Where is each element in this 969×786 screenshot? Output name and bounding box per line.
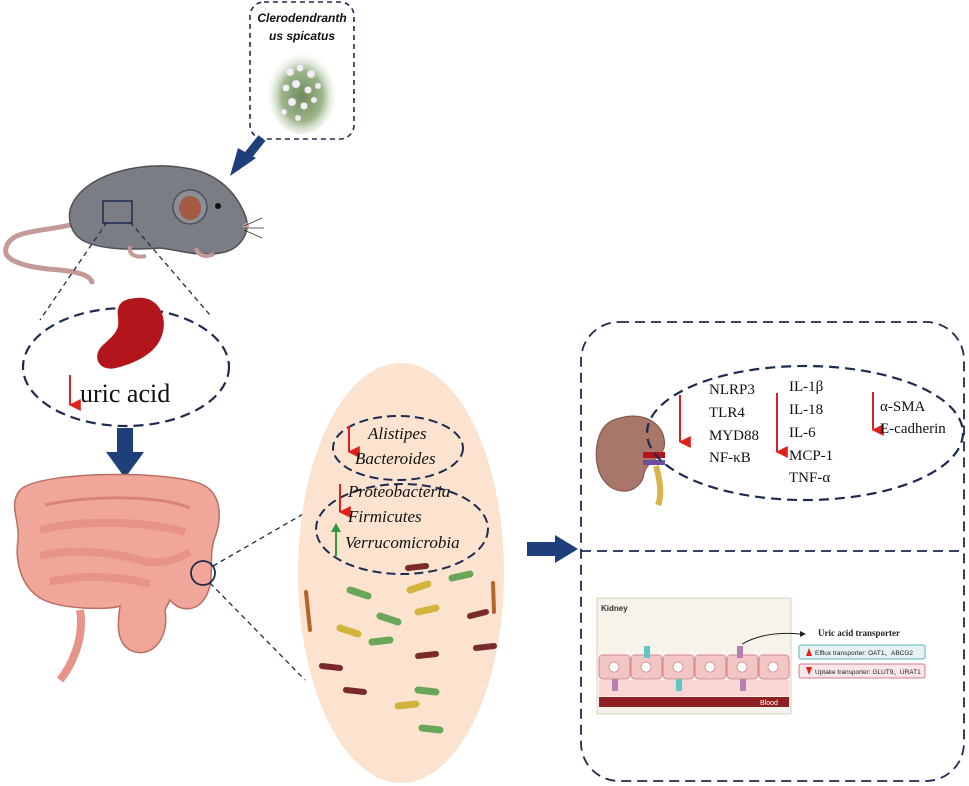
bacteria-verrucomicrobia: Verrucomicrobia — [345, 533, 460, 552]
bacteria-bacteroides: Bacteroides — [355, 449, 436, 468]
intestine-illustration — [13, 473, 220, 683]
bacteria-alistipes: Alistipes — [367, 424, 427, 443]
intestine-focus-circle — [190, 560, 216, 586]
uptake-label: Uptake transporter: GLUT9、URAT1 — [815, 669, 921, 676]
kidney-effects-panel: NLRP3 TLR4 MYD88 NF-κB IL-1β IL-18 IL-6 … — [580, 321, 965, 782]
marker-il1b: IL-1β — [789, 379, 823, 395]
marker-ecadherin: E-cadherin — [880, 421, 946, 437]
transporter-title: Uric acid transporter — [818, 628, 900, 638]
flow-arrow-plant-to-mouse — [230, 135, 266, 176]
bacteria-proteobacteria: Proteobacteria — [347, 482, 450, 501]
marker-tnfa: TNF-α — [789, 470, 830, 486]
uptake-box — [798, 663, 926, 679]
mouse-illustration — [3, 165, 264, 285]
bacteria-firmicutes: Firmicutes — [347, 507, 422, 526]
marker-il18: IL-18 — [789, 402, 823, 418]
schematic-kidney-label: Kidney — [601, 604, 628, 613]
marker-mcp1: MCP-1 — [789, 448, 833, 464]
efflux-label: Efflux transporter: OAT1、ABCG2 — [815, 650, 913, 657]
marker-nfkb: NF-κB — [709, 450, 751, 466]
flow-arrow-to-intestine — [106, 428, 144, 478]
transporter-schematic: Kidney Blood — [596, 597, 806, 715]
marker-tlr4: TLR4 — [709, 405, 745, 421]
marker-il6: IL-6 — [789, 425, 816, 441]
schematic-blood-label: Blood — [760, 700, 778, 707]
plant-label-line1: Clerodendranth — [257, 11, 346, 25]
uric-acid-label: uric acid — [80, 379, 170, 408]
plant-image — [268, 50, 336, 134]
plant-panel: Clerodendranth us spicatus — [249, 1, 355, 140]
microbiota-panel: Alistipes Bacteroides Proteobacteria Fir… — [298, 363, 504, 783]
marker-asma: α-SMA — [880, 399, 926, 415]
kidney-icon — [97, 297, 164, 369]
zoom-lines-kidney — [39, 221, 211, 321]
bacteria-group1-border — [332, 415, 464, 481]
marker-nlrp3: NLRP3 — [709, 382, 755, 398]
zoom-lines-gut — [209, 509, 311, 681]
inflammation-oval-border — [645, 364, 965, 502]
bacteria-group2-border — [315, 483, 489, 575]
kidney-illustration-icon — [595, 415, 665, 507]
efflux-box — [798, 644, 926, 660]
uric-acid-panel: uric acid — [21, 297, 231, 428]
flow-arrow-to-kidney-panel — [527, 535, 578, 563]
plant-label-line2: us spicatus — [269, 29, 335, 43]
bacteria-cells — [304, 563, 497, 734]
mouse-focus-box — [102, 200, 133, 224]
marker-myd88: MYD88 — [709, 428, 759, 444]
